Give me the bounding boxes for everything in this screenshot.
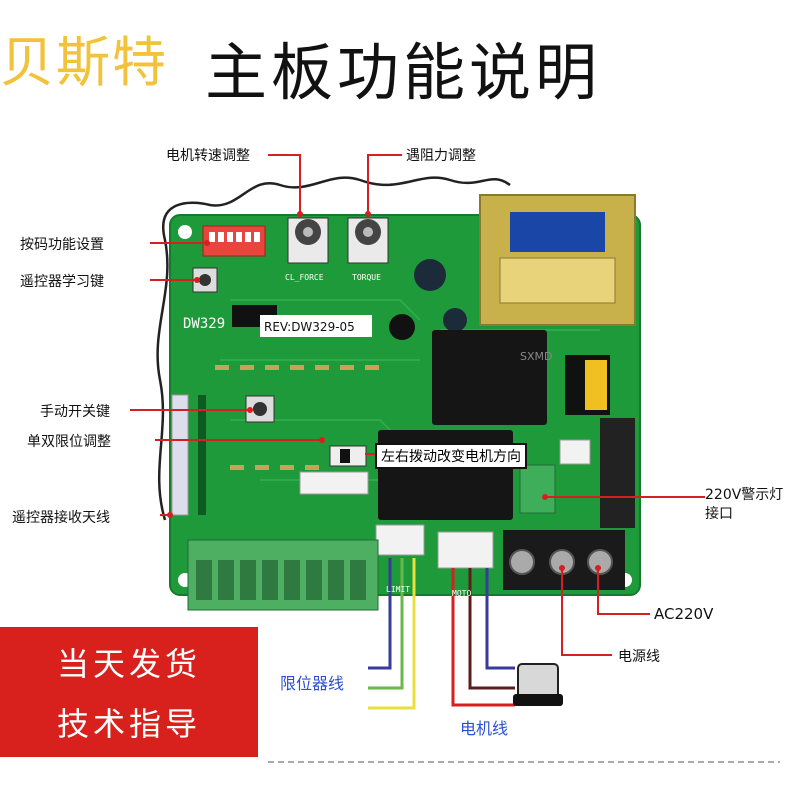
- pot-left-silk: CL_FORCE: [285, 273, 324, 282]
- power-terminals: [503, 530, 625, 590]
- label-motor-line: 电机线: [460, 719, 509, 738]
- limit-silk: LIMIT: [386, 585, 410, 594]
- label-remote-learn: 遥控器学习键: [20, 274, 104, 290]
- motor-wires: [451, 568, 515, 707]
- label-limit-adjust: 单双限位调整: [27, 434, 111, 450]
- motor-connector: [437, 531, 494, 569]
- label-limit-line: 限位器线: [280, 674, 345, 693]
- label-warning-light-1: 220V警示灯: [705, 487, 784, 503]
- label-obstacle-force: 遇阻力调整: [406, 148, 476, 164]
- motor-icon: [513, 663, 563, 706]
- pcb-revision: REV:DW329-05: [264, 320, 355, 334]
- label-manual-switch: 手动开关键: [40, 404, 110, 420]
- brand-logo-text: 贝斯特: [0, 31, 168, 94]
- antenna-wire: [156, 176, 511, 521]
- label-antenna: 遥控器接收天线: [12, 510, 110, 526]
- promo-line-2: 技术指导: [56, 705, 201, 743]
- label-dip-setting: 按码功能设置: [20, 237, 104, 253]
- io-terminal-block: [187, 539, 379, 611]
- relay-1: [432, 330, 547, 425]
- label-motor-speed: 电机转速调整: [166, 148, 250, 164]
- motor-silk: MOTO: [452, 589, 471, 598]
- relay-brand-silk: SXMD: [520, 350, 552, 363]
- limit-wires: [368, 558, 416, 710]
- label-warning-light-2: 接口: [705, 506, 733, 522]
- warning-light-terminal: [519, 464, 556, 514]
- pot-right-silk: TORQUE: [352, 273, 381, 282]
- pointer-lines: [130, 154, 705, 656]
- page-title: 主板功能说明: [205, 36, 602, 109]
- pcb-model: DW329: [183, 316, 225, 332]
- label-ac220v: AC220V: [654, 605, 714, 623]
- limit-connector: [375, 524, 425, 556]
- promo-banner: 当天发货 技术指导: [0, 627, 258, 757]
- promo-line-1: 当天发货: [56, 645, 201, 683]
- label-switch-direction: 左右拨动改变电机方向: [375, 443, 527, 469]
- label-power-line: 电源线: [618, 649, 660, 665]
